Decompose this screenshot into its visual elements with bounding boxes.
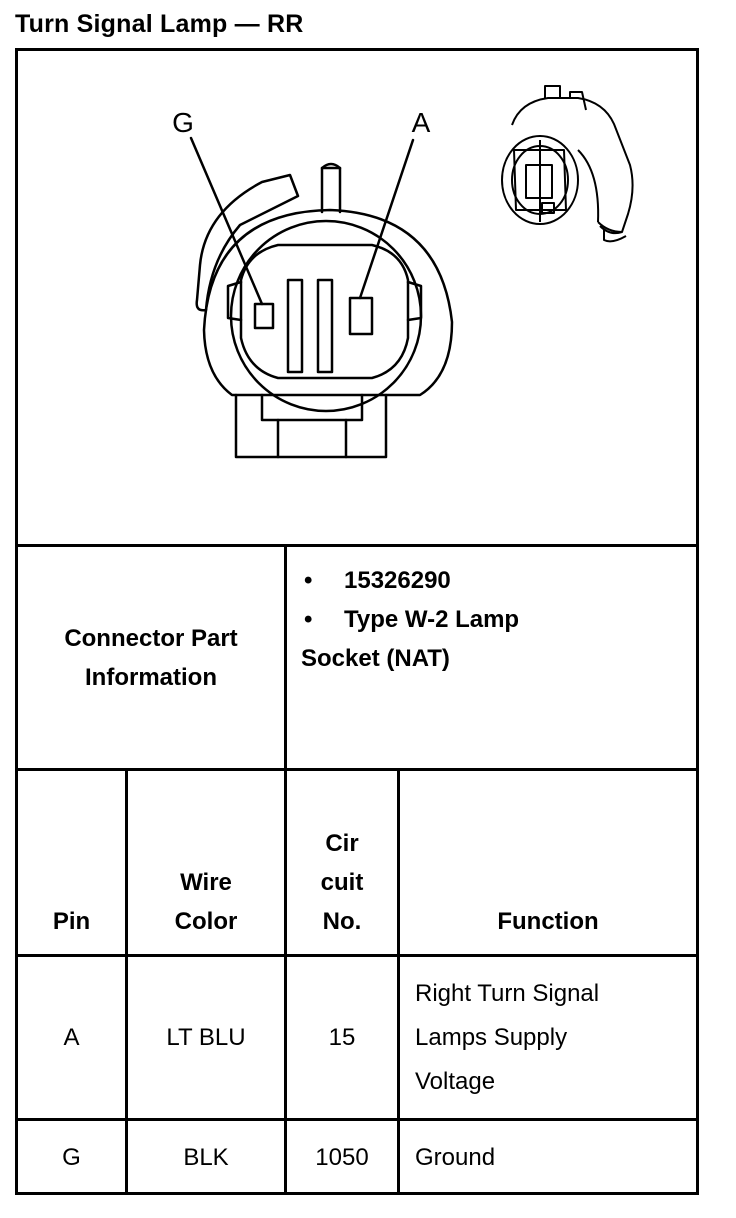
header-circuit-line2: cuit: [320, 869, 364, 896]
connector-info-label-line2: Information: [85, 664, 217, 691]
row-g-pin: G: [62, 1144, 81, 1171]
page-title: Turn Signal Lamp — RR: [15, 10, 304, 38]
divider: [15, 954, 699, 957]
divider: [15, 768, 699, 771]
list-item: • 15326290: [301, 561, 691, 600]
row-a-function: Right Turn Signal Lamps Supply Voltage: [415, 972, 696, 1104]
header-circuit-line3: No.: [322, 908, 362, 935]
header-circuit-no: Cir cuit No.: [287, 824, 397, 941]
divider: [15, 544, 699, 547]
connector-face-diagram: G A: [172, 85, 634, 459]
header-wire-color: Wire Color: [128, 863, 284, 941]
connector-info-label-line1: Connector Part: [64, 625, 238, 652]
row-a-pin: A: [63, 1024, 80, 1051]
pin-label-a: A: [412, 107, 431, 138]
bullet-icon: •: [304, 567, 313, 594]
header-wire-line2: Color: [174, 908, 238, 935]
row-a-circuit: 15: [328, 1024, 356, 1051]
divider: [15, 1118, 699, 1121]
row-a-function-line2: Lamps Supply: [415, 1024, 568, 1051]
divider: [284, 544, 287, 1195]
connector-info-details: • 15326290 • Type W-2 Lamp Socket (NAT): [301, 561, 691, 678]
header-wire-line1: Wire: [180, 869, 232, 896]
row-a-function-line1: Right Turn Signal: [415, 980, 600, 1007]
row-a-wire-color: LT BLU: [166, 1024, 246, 1051]
header-pin: Pin: [52, 908, 91, 935]
connector-sheet-frame: [15, 48, 699, 1195]
row-a-function-line3: Voltage: [415, 1068, 496, 1095]
connector-type-line1: Type W-2 Lamp: [344, 606, 520, 633]
bullet-icon: •: [304, 606, 313, 633]
header-function: Function: [497, 908, 599, 935]
connector-info-label: Connector Part Information: [18, 619, 284, 697]
row-g-circuit: 1050: [315, 1144, 369, 1171]
row-g-wire-color: BLK: [183, 1144, 229, 1171]
list-item: • Type W-2 Lamp: [301, 600, 691, 639]
divider: [397, 768, 400, 1195]
connector-type-line2: Socket (NAT): [301, 645, 450, 672]
divider: [125, 768, 128, 1195]
part-number: 15326290: [344, 567, 451, 594]
pin-label-g: G: [172, 107, 194, 138]
header-circuit-line1: Cir: [325, 830, 359, 857]
socket-illustration: [501, 85, 634, 243]
row-g-function: Ground: [415, 1144, 496, 1171]
